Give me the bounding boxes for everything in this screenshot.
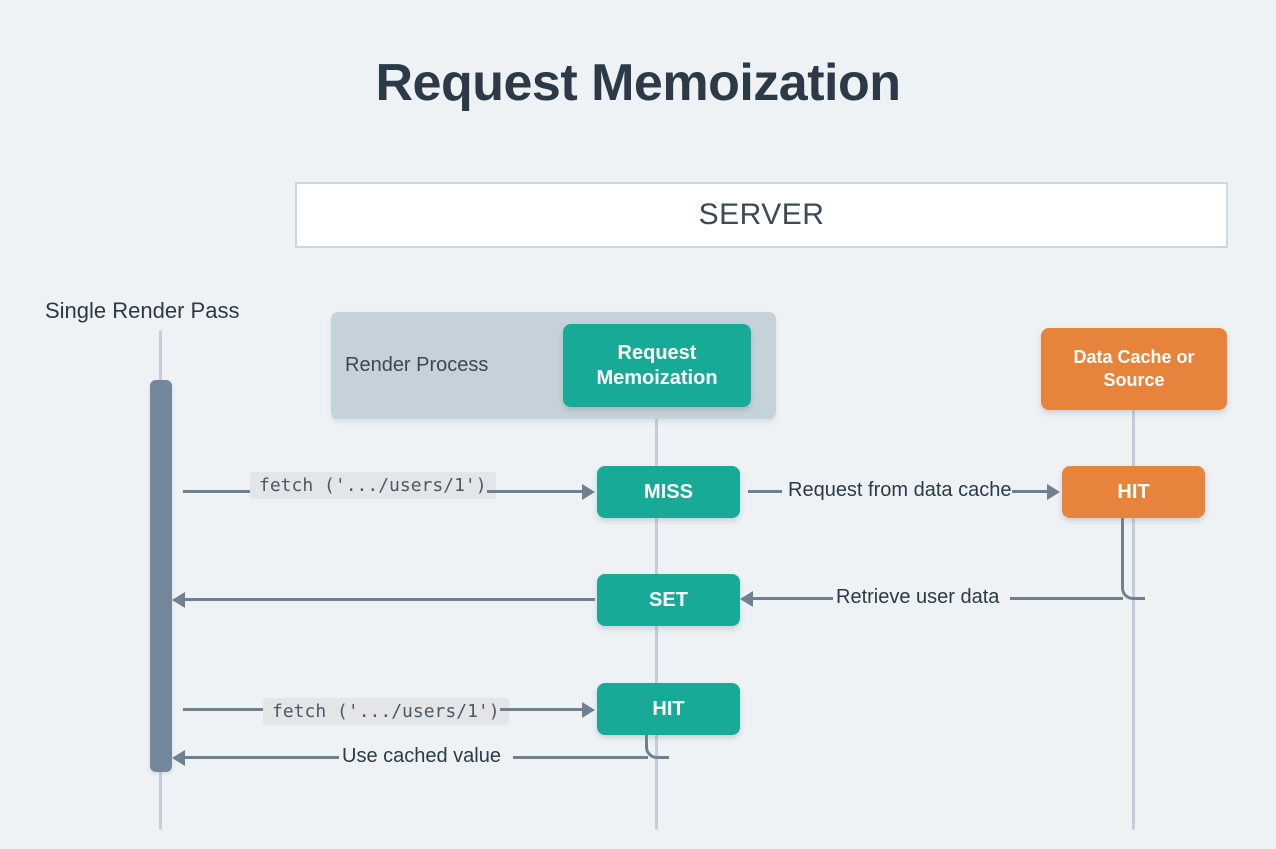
connector-label-use-cached-value: Use cached value bbox=[336, 745, 507, 768]
arrowhead-retrieve-user-data bbox=[740, 591, 753, 607]
node-set[interactable]: SET bbox=[597, 574, 740, 626]
arrowhead-set-to-render-pass bbox=[172, 592, 185, 608]
connector-label-request-from-data-cache: Request from data cache bbox=[782, 479, 1018, 502]
connector-use-cached-value-left-segment bbox=[183, 756, 339, 759]
connector-use-cached-value-elbow bbox=[645, 735, 669, 759]
node-miss[interactable]: MISS bbox=[597, 466, 740, 518]
server-label: SERVER bbox=[698, 198, 825, 231]
arrowhead-request-from-data-cache bbox=[1047, 484, 1060, 500]
render-pass-activation-bar bbox=[150, 380, 172, 772]
node-hit-memoization[interactable]: HIT bbox=[597, 683, 740, 735]
arrowhead-fetch-2 bbox=[582, 702, 595, 718]
connector-request-cache-left-segment bbox=[748, 490, 784, 493]
connector-request-cache-right-segment bbox=[1012, 490, 1049, 493]
connector-retrieve-user-data-elbow bbox=[1121, 518, 1145, 600]
connector-retrieve-user-data-left-segment bbox=[748, 597, 833, 600]
server-boundary-box: SERVER bbox=[295, 182, 1228, 248]
connector-set-to-render-pass bbox=[183, 598, 595, 601]
lifeline-data-cache bbox=[1132, 405, 1135, 830]
code-chip-fetch-2: fetch ('.../users/1') bbox=[263, 698, 509, 725]
connector-fetch-1-left-segment bbox=[183, 490, 255, 493]
page-title: Request Memoization bbox=[375, 54, 902, 112]
node-request-memoization[interactable]: Request Memoization bbox=[563, 324, 751, 407]
single-render-pass-label: Single Render Pass bbox=[45, 298, 240, 323]
node-hit-data-cache[interactable]: HIT bbox=[1062, 466, 1205, 518]
arrowhead-fetch-1 bbox=[582, 484, 595, 500]
connector-fetch-2-left-segment bbox=[183, 708, 268, 711]
render-process-label: Render Process bbox=[345, 354, 489, 376]
connector-retrieve-user-data-right-segment bbox=[1010, 597, 1123, 600]
code-chip-fetch-1: fetch ('.../users/1') bbox=[250, 472, 496, 499]
connector-fetch-2-right-segment bbox=[500, 708, 584, 711]
connector-use-cached-value-right-segment bbox=[513, 756, 648, 759]
arrowhead-use-cached-value bbox=[172, 750, 185, 766]
node-data-cache-or-source[interactable]: Data Cache or Source bbox=[1041, 328, 1227, 410]
connector-fetch-1-right-segment bbox=[487, 490, 584, 493]
connector-label-retrieve-user-data: Retrieve user data bbox=[830, 586, 1006, 609]
